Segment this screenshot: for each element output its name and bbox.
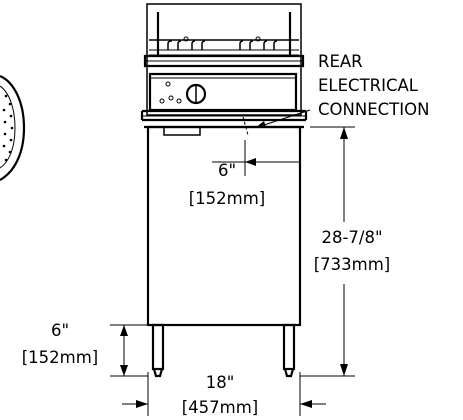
height-dimension <box>300 126 355 377</box>
side-view-fragment <box>0 74 26 181</box>
top-rim <box>143 54 305 68</box>
width-dimension <box>122 372 326 416</box>
height-imperial-label: 28-7/8" <box>321 228 382 247</box>
callout-line-1: REAR <box>318 52 363 71</box>
leg-height-dimension <box>110 324 148 377</box>
leg-height-metric-label: [152mm] <box>22 348 99 367</box>
thermostat-knob <box>185 83 207 105</box>
width-imperial-label: 18" <box>206 373 235 392</box>
callout-line-2: ELECTRICAL <box>318 76 419 95</box>
rear-offset-metric-label: [152mm] <box>189 189 266 208</box>
rear-offset-dimension <box>212 140 300 176</box>
control-panel <box>148 72 298 112</box>
height-metric-label: [733mm] <box>314 255 391 274</box>
cabinet-body <box>146 125 302 327</box>
rear-electrical-connection-callout <box>242 109 311 136</box>
width-metric-label: [457mm] <box>182 398 259 417</box>
backsplash <box>146 3 302 116</box>
basket-handles <box>149 12 299 56</box>
callout-line-3: CONNECTION <box>318 100 429 119</box>
leg-height-imperial-label: 6" <box>51 321 69 340</box>
rear-offset-imperial-label: 6" <box>218 161 236 180</box>
legs <box>151 323 296 378</box>
